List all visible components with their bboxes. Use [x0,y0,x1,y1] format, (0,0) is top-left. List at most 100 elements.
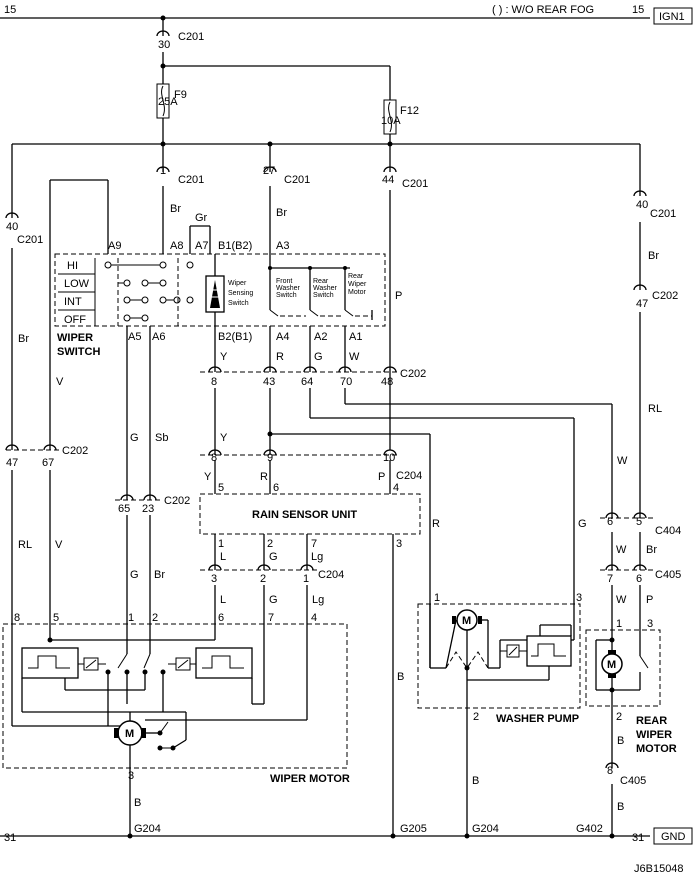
pin-label: 1 [434,592,440,604]
wire-color: B [472,775,479,787]
connector-label: C405 [655,569,681,581]
pin-label: 5 [636,516,642,528]
connector-label: C404 [655,525,681,537]
pin-label: 2 [152,612,158,624]
wire-color: RL [18,539,32,551]
pin-label: 70 [340,376,352,388]
sensing-label-2: Sensing [228,290,253,297]
pin-label: 3 [647,618,653,630]
motor-m-symbol: M [125,728,134,740]
pin-label: 7 [607,573,613,585]
fuse-f12: F12 10A [381,99,419,144]
front-washer-2: Washer [276,285,301,292]
connector-label: C201 [650,208,676,220]
wire-color: B [134,797,141,809]
rear-wiper-title-1: REAR [636,715,667,727]
connector-label: C204 [396,470,422,482]
connector-label: C405 [620,775,646,787]
wire-color: W [617,455,628,467]
pin-label: 8 [211,376,217,388]
pin-label: A8 [170,240,183,252]
wire-color: G [130,569,139,581]
line-number-31-left: 31 [4,832,16,844]
pin-label: 5 [218,482,224,494]
pin-label: 23 [142,503,154,515]
rear-washer-1: Rear [313,278,329,285]
washer-switches: Front Washer Switch Rear Washer Switch R… [268,254,373,320]
ground-label: G402 [576,823,603,835]
fuse-split [162,65,391,100]
rear-wiper-3: Motor [348,289,367,296]
rear-wiper-2: Wiper [348,281,367,288]
pin-label: 67 [42,457,54,469]
connector-label: C201 [178,31,204,43]
connector-c202-left: 47 67 C202 RL V [5,444,88,624]
wire-color: W [616,544,627,556]
pin-label: 2 [616,711,622,723]
position-hi: HI [67,260,78,272]
front-washer-3: Switch [276,292,297,299]
pin-label: 30 [158,39,170,51]
wire-color: G [314,351,323,363]
wire-color: Y [220,351,228,363]
ign1-power-line: 15 15 ( ) : W/O REAR FOG IGN1 [0,4,693,25]
wire-color: Br [154,569,165,581]
wire-color: Gr [195,212,208,224]
connector-c201-1: 1 C201 Br [156,144,204,254]
wire-color: R [276,351,284,363]
wire-color: B [617,735,624,747]
fuse-name: F9 [174,89,187,101]
connector-label: C202 [62,445,88,457]
pin-label: 2 [473,711,479,723]
pin-label: 48 [381,376,393,388]
connector-label: C202 [164,495,190,507]
pin-label: 40 [636,199,648,211]
ground-label: G204 [472,823,499,835]
ground-label: G205 [400,823,427,835]
connector-c204-bottom: 3 2 1 C204 L G Lg [200,564,344,624]
pin-label: B1(B2) [218,240,252,252]
pin-label: A9 [108,240,121,252]
pin-label: 6 [218,612,224,624]
wire-color: R [260,471,268,483]
pin-label: 6 [273,482,279,494]
pin-label: 5 [53,612,59,624]
wire-color: Br [170,203,181,215]
wire-color: G [269,594,278,606]
rear-wiper-1: Rear [348,273,364,280]
rain-sensor-title: RAIN SENSOR UNIT [252,509,357,521]
wire-color: Br [276,207,287,219]
pin-label: 3 [396,538,402,550]
ground-label: G204 [134,823,161,835]
wire-color: L [220,551,226,563]
connector-label: C201 [178,174,204,186]
fuse-rating: 25A [158,96,178,108]
wire-color: B [397,671,404,683]
connector-c201-40-left: 40 C201 Br [5,212,43,450]
wiper-motor-title: WIPER MOTOR [270,773,350,785]
rear-fog-note: ( ) : W/O REAR FOG [492,4,594,16]
diagram-id: J6B15048 [634,863,684,875]
ign1-box [653,7,693,25]
pin-label: A1 [349,331,362,343]
pin-label: 7 [268,612,274,624]
rear-wiper-title-3: MOTOR [636,743,677,755]
wire-color: Y [204,471,212,483]
connector-c202-lower: 65 23 C202 G Br [115,494,190,624]
pin-label: 10 [383,452,395,464]
pin-label: 40 [6,221,18,233]
connector-label: C204 [318,569,344,581]
wire-color: Br [18,333,29,345]
fuse-f9: F9 25A [156,83,187,144]
fuse-rating: 10A [381,115,401,127]
pin-label: 2 [260,573,266,585]
wiper-switch-title-2: SWITCH [57,346,100,358]
connector-label: C201 [402,178,428,190]
wire-color: RL [648,403,662,415]
pin-label: 43 [263,376,275,388]
pin-label: A7 [195,240,208,252]
pin-label: 3 [576,592,582,604]
pin-label: 7 [311,538,317,550]
wire-color: Sb [155,432,168,444]
